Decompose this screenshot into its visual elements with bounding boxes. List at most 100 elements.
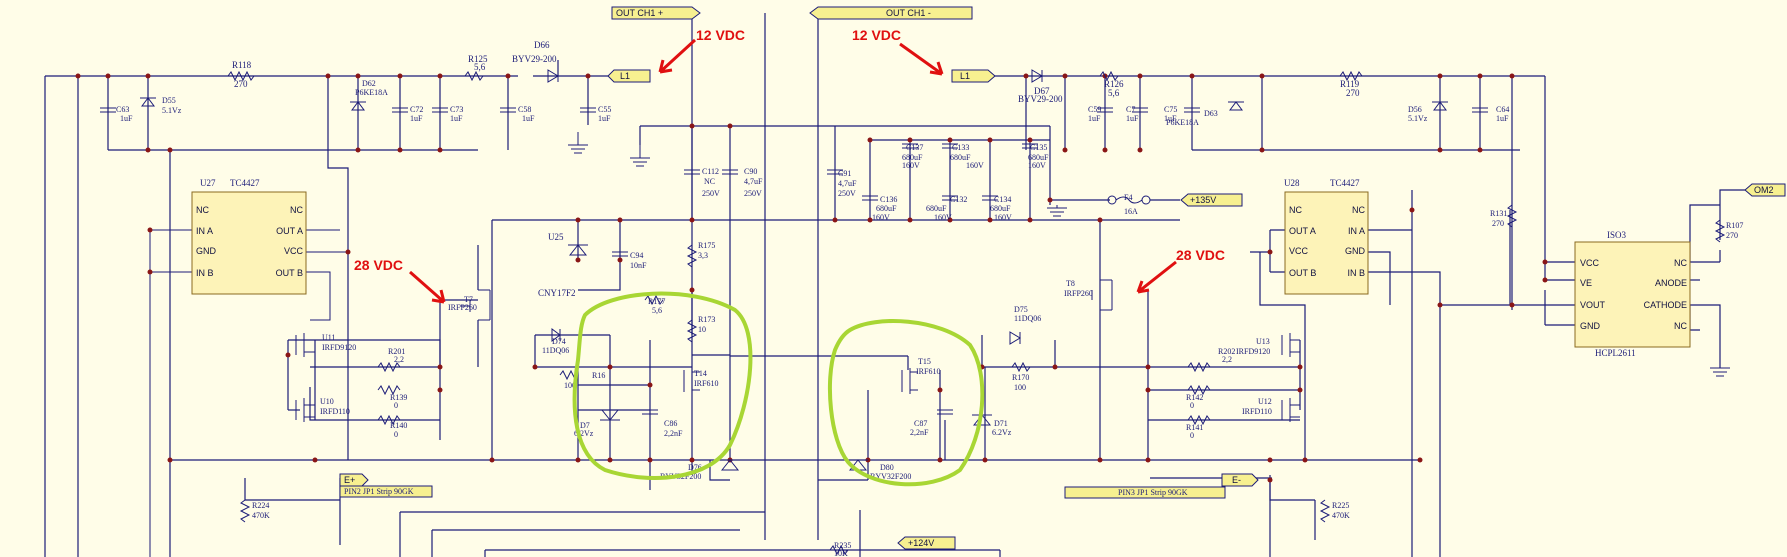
svg-text:IN B: IN B [1347, 268, 1365, 278]
svg-text:6.2Vz: 6.2Vz [574, 429, 594, 438]
svg-text:2,2: 2,2 [394, 355, 404, 364]
svg-text:C59: C59 [1088, 105, 1101, 114]
wires [44, 13, 1745, 557]
svg-text:1uF: 1uF [522, 114, 535, 123]
svg-text:1uF: 1uF [410, 114, 423, 123]
component-labels: R118 270 R125 5,6 D66 BYV29-200 C63 1uF … [116, 40, 1743, 557]
svg-text:U11: U11 [322, 333, 335, 342]
svg-text:680uF: 680uF [990, 204, 1011, 213]
svg-text:R141: R141 [1186, 423, 1203, 432]
svg-text:IRF610: IRF610 [694, 379, 718, 388]
svg-text:1uF: 1uF [1164, 114, 1177, 123]
svg-text:U13: U13 [1256, 337, 1270, 346]
svg-text:U10: U10 [320, 397, 334, 406]
svg-text:BYV29-200: BYV29-200 [512, 54, 557, 64]
svg-text:P6KE18A: P6KE18A [1166, 118, 1199, 127]
svg-text:680uF: 680uF [926, 204, 947, 213]
svg-text:D66: D66 [534, 40, 550, 50]
svg-text:0: 0 [394, 401, 398, 410]
svg-text:C91: C91 [838, 169, 851, 178]
svg-text:OUT B: OUT B [1289, 268, 1316, 278]
svg-text:P6KE18A: P6KE18A [355, 88, 388, 97]
svg-text:270: 270 [1726, 231, 1738, 240]
svg-text:R177: R177 [648, 297, 665, 306]
svg-text:C137: C137 [906, 143, 923, 152]
svg-text:C134: C134 [994, 195, 1011, 204]
svg-text:R107: R107 [1726, 221, 1743, 230]
svg-text:D63: D63 [1204, 109, 1218, 118]
svg-text:C86: C86 [664, 419, 677, 428]
capacitors [100, 107, 1488, 415]
svg-text:5,6: 5,6 [652, 306, 662, 315]
svg-text:D67: D67 [1034, 86, 1050, 96]
svg-text:IRFD9120: IRFD9120 [322, 343, 356, 352]
net-flag-l1-left: L1 [607, 69, 651, 83]
svg-text:IRFP260: IRFP260 [1064, 289, 1093, 298]
svg-text:NC: NC [1289, 205, 1302, 215]
svg-text:2,2nF: 2,2nF [910, 428, 929, 437]
svg-text:11DQ06: 11DQ06 [1014, 314, 1041, 323]
svg-text:D7: D7 [580, 421, 590, 430]
svg-text:U25: U25 [548, 232, 564, 242]
ic-u28: U28 TC4427 NC OUT A VCC OUT B NC IN A GN… [1284, 178, 1369, 295]
svg-text:R126: R126 [1104, 79, 1124, 89]
net-flag-out-ch1-plus: OUT CH1 + [611, 6, 701, 20]
svg-text:160V: 160V [994, 213, 1012, 222]
svg-text:ISO3: ISO3 [1607, 230, 1627, 240]
svg-text:100: 100 [564, 381, 576, 390]
svg-text:D80: D80 [880, 463, 894, 472]
svg-text:C133: C133 [952, 143, 969, 152]
svg-text:E-: E- [1232, 475, 1241, 485]
svg-text:CNY17F2: CNY17F2 [538, 288, 576, 298]
connector-pin3-jp1: PIN3 JP1 Strip 90GK [1064, 486, 1226, 499]
svg-text:NC: NC [196, 205, 209, 215]
svg-text:IRF610: IRF610 [916, 367, 940, 376]
net-flag-l1-right: L1 [951, 69, 996, 83]
svg-text:GND: GND [196, 246, 217, 256]
svg-text:NC: NC [1352, 205, 1365, 215]
svg-text:VE: VE [1580, 278, 1592, 288]
svg-text:L1: L1 [620, 71, 630, 81]
svg-text:TC4427: TC4427 [1330, 178, 1360, 188]
svg-text:D74: D74 [552, 337, 566, 346]
svg-text:D71: D71 [994, 419, 1008, 428]
svg-text:OUT A: OUT A [276, 226, 303, 236]
svg-text:D75: D75 [1014, 305, 1028, 314]
svg-text:680uF: 680uF [950, 153, 971, 162]
svg-text:4,7uF: 4,7uF [838, 179, 857, 188]
svg-text:10nF: 10nF [630, 261, 647, 270]
svg-text:470K: 470K [252, 511, 270, 520]
svg-text:1uF: 1uF [598, 114, 611, 123]
svg-text:PIN3 JP1 Strip 90GK: PIN3 JP1 Strip 90GK [1118, 488, 1188, 497]
svg-text:E+: E+ [344, 475, 355, 485]
net-flag-e-minus: E- [1221, 473, 1259, 487]
svg-text:U12: U12 [1258, 397, 1272, 406]
svg-text:BYV29-200: BYV29-200 [1018, 94, 1063, 104]
svg-text:C58: C58 [518, 105, 531, 114]
svg-text:IRFD9120: IRFD9120 [1236, 347, 1270, 356]
svg-text:R118: R118 [232, 60, 252, 70]
connector-pin2-jp1: PIN2 JP1 Strip 90GK [339, 485, 433, 498]
svg-text:R225: R225 [1332, 501, 1349, 510]
svg-text:OUT B: OUT B [276, 268, 303, 278]
svg-text:160V: 160V [1028, 161, 1046, 170]
svg-text:R175: R175 [698, 241, 715, 250]
svg-text:270: 270 [1492, 219, 1504, 228]
svg-text:+135V: +135V [1190, 195, 1216, 205]
svg-text:VCC: VCC [1289, 246, 1309, 256]
svg-text:C72: C72 [410, 105, 423, 114]
svg-text:1uF: 1uF [120, 114, 133, 123]
svg-text:IN B: IN B [196, 268, 214, 278]
svg-text:5,6: 5,6 [1108, 88, 1120, 98]
svg-text:2,2nF: 2,2nF [664, 429, 683, 438]
svg-text:680uF: 680uF [902, 153, 923, 162]
svg-text:270: 270 [1346, 88, 1360, 98]
svg-text:R119: R119 [1340, 79, 1360, 89]
net-flag-out-ch1-minus: OUT CH1 - [809, 6, 973, 20]
svg-text:160V: 160V [934, 213, 952, 222]
svg-text:250V: 250V [838, 189, 856, 198]
svg-text:U27: U27 [200, 178, 216, 188]
svg-text:3,3: 3,3 [698, 251, 708, 260]
svg-text:VCC: VCC [1580, 258, 1600, 268]
mosfets [295, 279, 1300, 422]
